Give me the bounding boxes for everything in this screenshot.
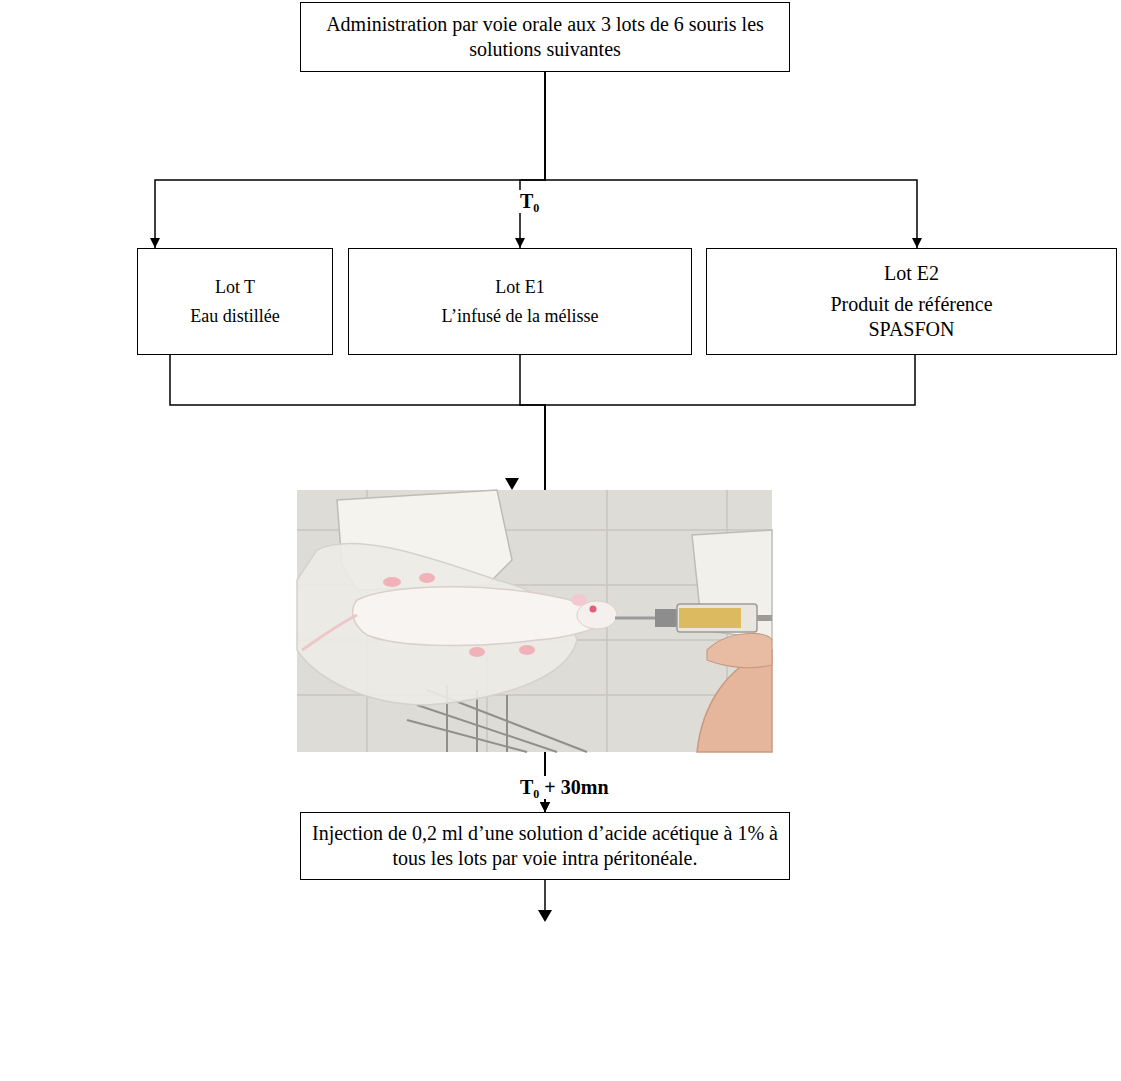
arrow-head [505, 478, 519, 490]
process-box: Administration par voie orale aux 3 lots… [300, 2, 790, 72]
gavage-needle [615, 617, 657, 620]
group-box: Lot T Eau distillée [137, 248, 333, 355]
box-heading: Lot T [215, 276, 255, 299]
gavage-photo [297, 490, 772, 752]
box-text: Injection de 0,2 ml d’une solution d’aci… [309, 821, 781, 871]
needle-hub [655, 609, 677, 627]
flow-arrow [155, 72, 545, 248]
syringe-barrel [677, 604, 757, 632]
box-heading: Lot E2 [884, 261, 939, 286]
edge-label: T₀ + 30mn [518, 776, 611, 799]
syringe-liquid [679, 608, 741, 628]
process-box: Injection de 0,2 ml d’une solution d’aci… [300, 812, 790, 880]
mouse-ear [571, 594, 587, 606]
mouse-body [353, 587, 615, 646]
box-text: Administration par voie orale aux 3 lots… [309, 12, 781, 62]
syringe-plunger [757, 615, 772, 621]
box-heading: Lot E1 [495, 276, 545, 299]
outgoing-arrow-line [544, 880, 546, 912]
box-text: Produit de référence SPASFON [802, 292, 1022, 342]
wall-tiles [297, 490, 772, 752]
edge-label: T₀ [518, 190, 541, 213]
flow-arrow [545, 72, 917, 248]
mouse-head [577, 601, 617, 629]
mouse-paws [383, 573, 535, 657]
box-text: Eau distillée [190, 305, 279, 328]
box-text: L’infusé de la mélisse [442, 305, 599, 328]
mouse-eye [590, 606, 597, 613]
photo-background [297, 490, 772, 752]
flow-arrow [520, 72, 545, 248]
arrow-head [538, 910, 552, 922]
mouse-tail [302, 615, 357, 650]
group-box: Lot E2 Produit de référence SPASFON [706, 248, 1117, 355]
group-box: Lot E1 L’infusé de la mélisse [348, 248, 692, 355]
hand-thumb [707, 633, 772, 667]
